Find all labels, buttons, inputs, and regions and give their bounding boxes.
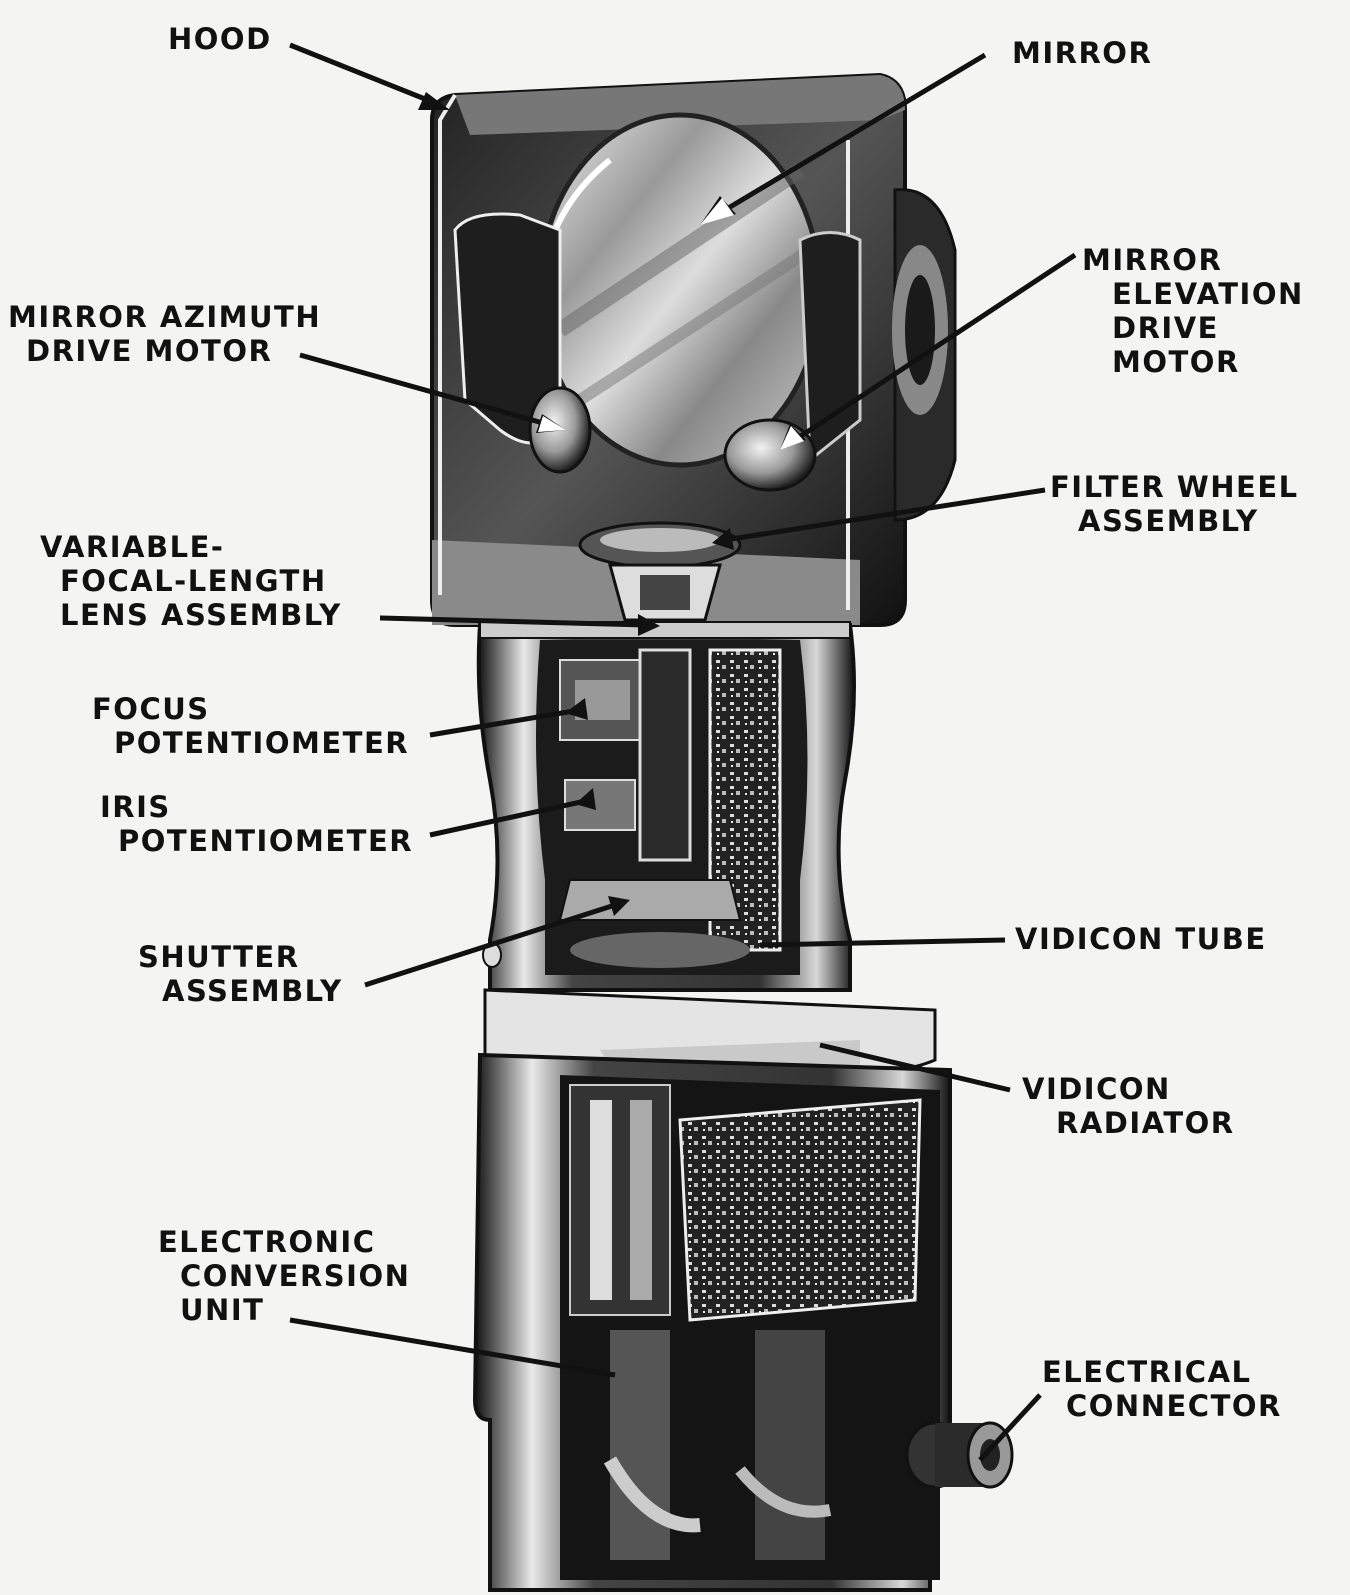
label-mirror: MIRROR — [1012, 36, 1153, 70]
electrical-connector-shape — [905, 1421, 1014, 1489]
label-iris-potentiometer: IRIS POTENTIOMETER — [100, 790, 414, 858]
label-vidicon-radiator: VIDICON RADIATOR — [1022, 1072, 1235, 1140]
upper-body-shape — [476, 621, 856, 992]
label-electrical-connector: ELECTRICAL CONNECTOR — [1042, 1355, 1282, 1423]
leader-lines — [289, 42, 1077, 1462]
lens-assembly-shape — [608, 563, 722, 622]
lower-body-shape — [472, 942, 952, 1592]
elevation-motor-shape — [723, 418, 817, 492]
filter-wheel-shape — [578, 521, 742, 569]
label-focus-potentiometer: FOCUS POTENTIOMETER — [92, 692, 410, 760]
label-shutter-assembly: SHUTTER ASSEMBLY — [138, 940, 343, 1008]
mirror-yoke — [453, 212, 862, 464]
label-vidicon-tube: VIDICON TUBE — [1015, 922, 1267, 956]
mirror-shape — [537, 112, 823, 468]
label-hood: HOOD — [168, 22, 272, 56]
label-mirror-azimuth-drive-motor: MIRROR AZIMUTH DRIVE MOTOR — [8, 300, 322, 368]
label-variable-focal-length-lens-assembly: VARIABLE- FOCAL-LENGTH LENS ASSEMBLY — [40, 530, 342, 632]
label-mirror-elevation-drive-motor: MIRROR ELEVATION DRIVE MOTOR — [1082, 243, 1304, 379]
label-electronic-conversion-unit: ELECTRONIC CONVERSION UNIT — [158, 1225, 411, 1327]
label-filter-wheel-assembly: FILTER WHEEL ASSEMBLY — [1050, 470, 1299, 538]
leader-arrowheads-light — [538, 198, 804, 450]
